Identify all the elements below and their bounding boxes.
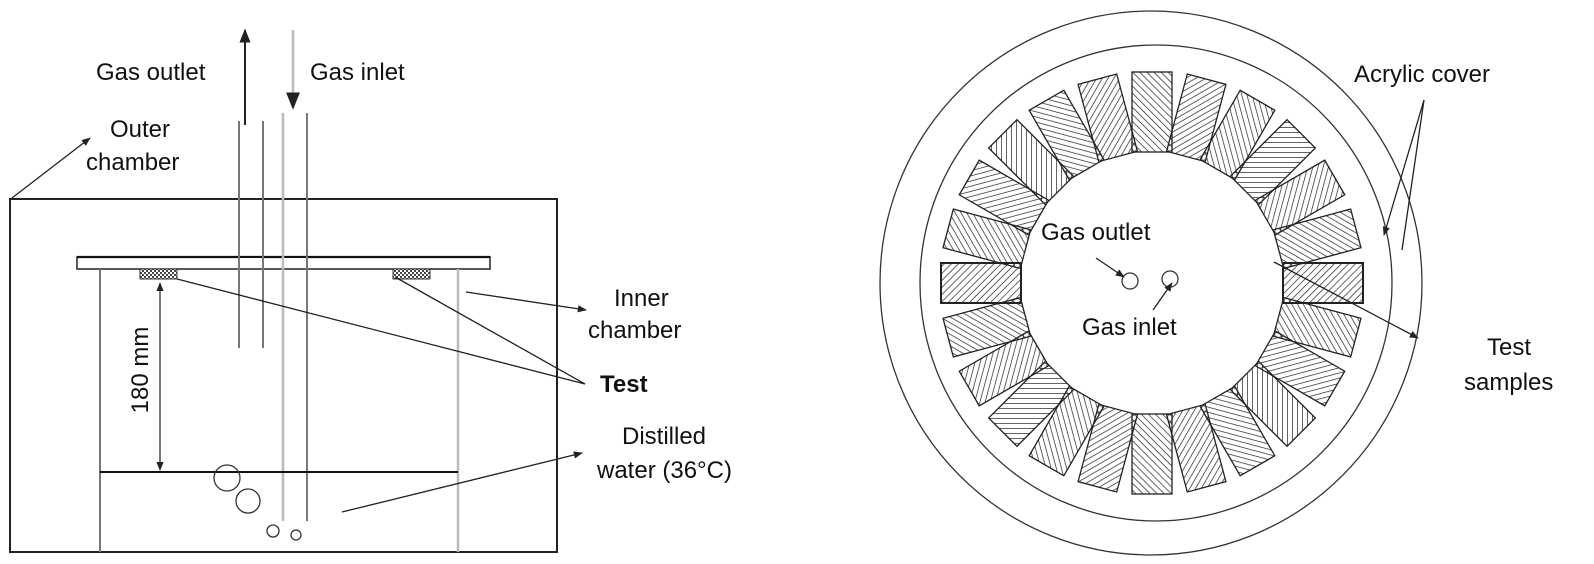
test-sample <box>1229 360 1317 448</box>
test-sample <box>1131 413 1173 495</box>
test-sample <box>958 330 1050 407</box>
gas-inlet-tube <box>281 113 308 521</box>
inner-chamber-label-line2: chamber <box>588 317 681 344</box>
test-samples-label-line2: samples <box>1464 369 1553 396</box>
test-sample <box>942 296 1032 358</box>
distilled-water-label-line1: Distilled <box>622 423 706 450</box>
gas-outlet-hole <box>1121 272 1139 290</box>
test-sample <box>940 262 1022 304</box>
gas-outlet-leader <box>1095 257 1125 278</box>
top-gas-inlet-label: Gas inlet <box>1082 314 1177 341</box>
outer-chamber-leader <box>11 137 91 199</box>
gas-inlet-leader <box>1152 282 1173 311</box>
distilled-water-leader <box>341 451 583 513</box>
acrylic-cover-label: Acrylic cover <box>1354 61 1490 88</box>
test-samples-label-line1: Test <box>1487 334 1531 361</box>
test-samples-ring <box>940 71 1364 495</box>
acrylic-cover-inner-circle <box>919 44 1393 522</box>
inner-chamber-label-line1: Inner <box>614 285 669 312</box>
test-sample <box>1077 73 1139 163</box>
test-sample <box>1165 403 1227 493</box>
bubble <box>213 464 241 492</box>
test-sample <box>1199 89 1276 181</box>
outer-chamber-label-line1: Outer <box>110 116 170 143</box>
gas-inlet-label: Gas inlet <box>310 59 405 86</box>
test-sample-left <box>139 268 178 280</box>
test-samples-leader <box>1273 261 1419 339</box>
test-sample <box>1131 71 1173 153</box>
test-sample <box>1282 262 1364 304</box>
bubble <box>266 524 280 538</box>
test-sample <box>1254 330 1346 407</box>
bubble <box>290 529 302 541</box>
gas-outlet-label: Gas outlet <box>96 59 206 86</box>
test-sample <box>1272 208 1362 270</box>
acrylic-cover-leader-a <box>1401 99 1425 251</box>
test-sample <box>1229 118 1317 206</box>
gas-inlet-hole <box>1161 270 1179 288</box>
top-gas-outlet-label: Gas outlet <box>1041 219 1151 246</box>
test-sample <box>987 360 1075 448</box>
gas-outlet-tube <box>238 121 264 348</box>
inner-chamber-leader <box>465 291 587 313</box>
distilled-water-label-line2: water (36°C) <box>596 457 732 484</box>
test-sample <box>1254 159 1346 236</box>
test-sample <box>958 159 1050 236</box>
bubble <box>235 488 261 514</box>
test-leader-left <box>176 278 586 385</box>
acrylic-cover-leader-b <box>1382 99 1425 236</box>
acrylic-cover-outer-circle <box>879 10 1423 556</box>
test-label: Test <box>600 371 648 398</box>
dimension-label: 180 mm <box>127 327 154 414</box>
test-sample <box>1199 385 1276 477</box>
test-sample <box>1028 89 1105 181</box>
outer-chamber-label-line2: chamber <box>86 149 179 176</box>
test-sample-right <box>392 268 431 280</box>
test-sample <box>1028 385 1105 477</box>
test-leader-right <box>394 276 586 385</box>
top-view-figure: Gas outlet Gas inlet Acrylic cover Test … <box>879 10 1553 556</box>
side-view-figure: 180 mm Gas outlet Gas inlet Outer chambe… <box>9 28 732 553</box>
test-sample <box>987 118 1075 206</box>
